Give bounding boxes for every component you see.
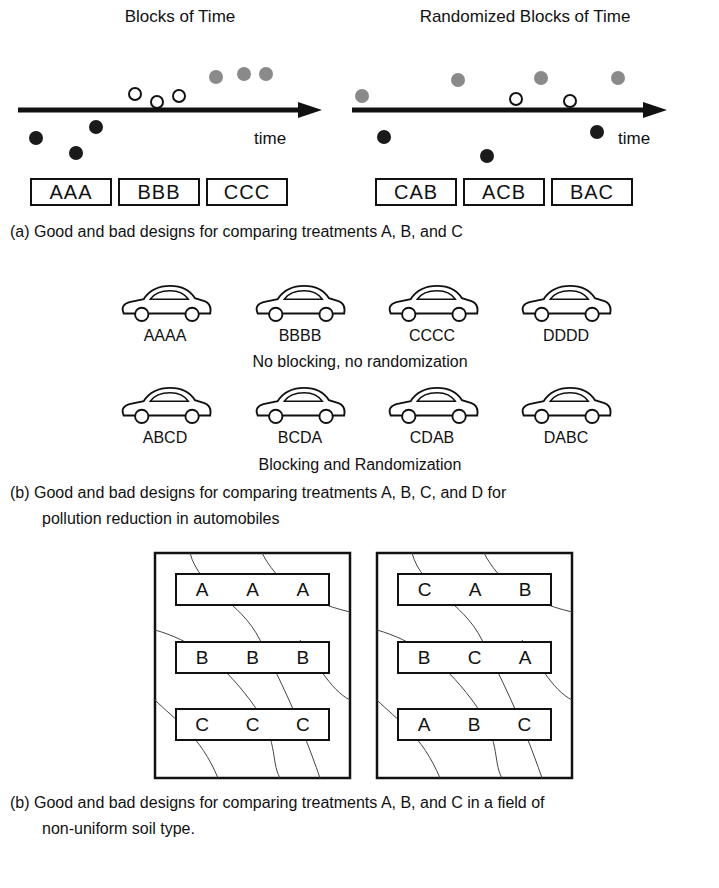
treatment-letters: A	[418, 714, 431, 736]
design-label: Blocking and Randomization	[259, 455, 462, 475]
treatment-letters: B	[468, 714, 481, 736]
treatment-letters: C	[246, 714, 260, 736]
treatment-letters: B	[296, 647, 309, 669]
plot-row: CCC	[175, 708, 330, 741]
treatment-letters: C	[195, 714, 209, 736]
treatment-letters: CAB	[394, 181, 438, 204]
car-label: DABC	[544, 428, 588, 448]
plot-row: BBB	[175, 641, 330, 674]
car-label: CDAB	[410, 428, 454, 448]
car-label: CCCC	[409, 326, 455, 346]
treatment-letters: A	[246, 579, 259, 601]
plot-row: A B C	[397, 708, 552, 741]
plot-row: AAA	[175, 573, 330, 606]
treatment-letters: A	[196, 579, 209, 601]
caption: (b) Good and bad designs for comparing t…	[10, 790, 562, 841]
treatment-letters: A	[296, 579, 309, 601]
plot-row: BCA	[397, 641, 552, 674]
treatment-letters: AAA	[49, 181, 92, 204]
plot-row: CAB	[397, 573, 552, 606]
treatment-letters: B	[418, 647, 431, 669]
blocks-heading: Blocks of Time	[125, 6, 236, 27]
treatment-letters: B	[196, 647, 209, 669]
axis-label: time	[618, 128, 650, 149]
treatment-letters: C	[468, 647, 482, 669]
treatment-letters: A	[469, 579, 482, 601]
time-block: BBB	[118, 178, 200, 206]
time-block: ACB	[463, 178, 545, 206]
treatment-letters: CCC	[224, 181, 270, 204]
design-label: No blocking, no randomization	[252, 352, 467, 372]
arrow-head	[298, 102, 322, 118]
treatment-letters: A	[519, 647, 532, 669]
car-label: ABCD	[143, 428, 187, 448]
treatment-letters: B	[246, 647, 259, 669]
field	[155, 553, 350, 778]
treatment-letters: BAC	[570, 181, 614, 204]
time-arrow	[352, 108, 645, 113]
treatment-letters: BBB	[137, 181, 180, 204]
measurement-dots	[355, 71, 625, 163]
field	[377, 553, 572, 778]
time-block: BAC	[551, 178, 633, 206]
time-block: AAA	[30, 178, 112, 206]
car-label: AAAA	[144, 326, 187, 346]
treatment-letters: C	[296, 714, 310, 736]
car-icons	[123, 286, 611, 423]
treatment-letters: C	[518, 714, 532, 736]
car-label: BBBB	[279, 326, 322, 346]
time-block: CCC	[206, 178, 288, 206]
time-block: CAB	[375, 178, 457, 206]
measurement-dots	[29, 67, 273, 160]
caption: (b) Good and bad designs for comparing t…	[10, 480, 562, 531]
arrow-head	[643, 102, 667, 118]
car-label: DDDD	[543, 326, 589, 346]
blocks-heading: Randomized Blocks of Time	[420, 6, 631, 27]
treatment-letters: ACB	[482, 181, 526, 204]
car-label: BCDA	[278, 428, 322, 448]
treatment-letters: B	[519, 579, 532, 601]
caption: (a) Good and bad designs for comparing t…	[10, 222, 463, 242]
treatment-letters: C	[418, 579, 432, 601]
axis-label: time	[254, 128, 286, 149]
